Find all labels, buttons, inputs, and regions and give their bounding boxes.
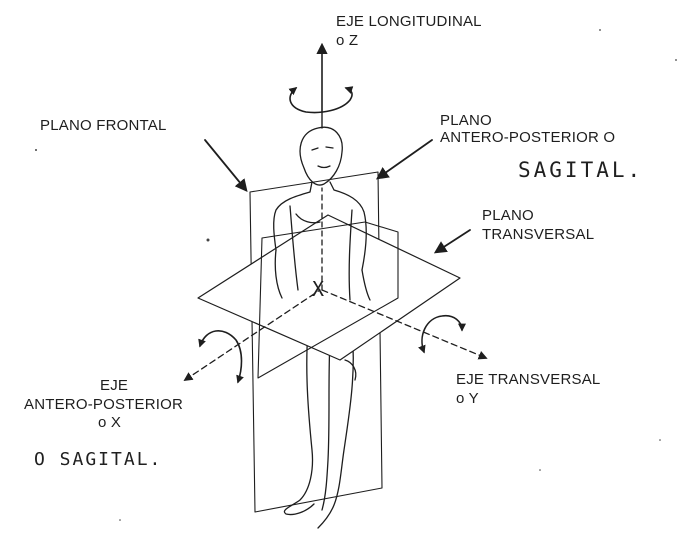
plano-transversal-line2: TRANSVERSAL (482, 226, 594, 243)
eje-ap-line2: ANTERO-POSTERIOR (24, 396, 183, 413)
plano-sagital-handwritten: SAGITAL. (518, 158, 643, 182)
eje-ap-line1: EJE (100, 377, 128, 394)
plano-transversal-line1: PLANO (482, 207, 534, 224)
center-of-gravity-mark: X (312, 277, 324, 301)
eje-ap-line3: o X (98, 414, 121, 431)
sagittal-plane-pointer (378, 140, 432, 178)
eje-ap-handwritten: O SAGITAL. (34, 449, 162, 470)
eje-transversal-label: EJE TRANSVERSAL (456, 371, 600, 388)
transverse-plane-pointer (436, 230, 470, 252)
eje-transversal-sub: o Y (456, 390, 479, 407)
eje-longitudinal-sub: o Z (336, 32, 358, 49)
plano-frontal-label: PLANO FRONTAL (40, 117, 167, 134)
longitudinal-rotation-arrow (290, 88, 352, 113)
transverse-plane (198, 215, 460, 360)
plano-sagital-line1: PLANO (440, 112, 492, 129)
frontal-plane-pointer (205, 140, 246, 190)
eje-longitudinal-label: EJE LONGITUDINAL (336, 13, 482, 30)
plano-sagital-line2: ANTERO-POSTERIOR O (440, 129, 615, 146)
